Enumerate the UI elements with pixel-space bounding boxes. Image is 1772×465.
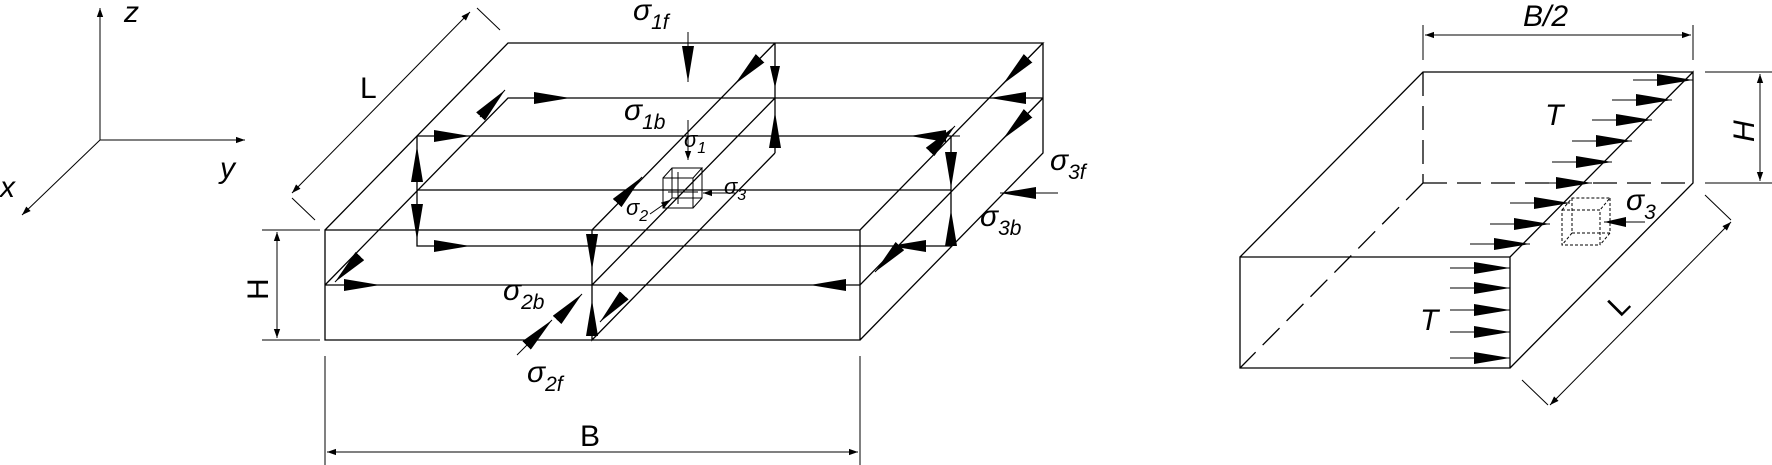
sigma-2b-label: σ2b: [503, 274, 545, 314]
sigma-2-arrow: [649, 199, 671, 215]
sigma-3-label: σ3: [724, 174, 746, 204]
dim-H-label: H: [242, 278, 275, 300]
dim-half-width: B/2: [1422, 0, 1694, 60]
right-block-outline: [1239, 70, 1694, 369]
left-stress-element-cube: [662, 167, 704, 209]
dim-H-left: H: [242, 229, 320, 341]
sigma-1b-label: σ1b: [624, 94, 666, 134]
left-block-edge-arrows: [330, 42, 1044, 340]
dim-L-right: L: [1521, 194, 1732, 406]
traction-top-label: T: [1545, 99, 1566, 132]
traction-front-label: T: [1420, 304, 1441, 337]
dim-half-width-label: B/2: [1523, 0, 1568, 33]
z-axis-label: z: [123, 0, 139, 29]
dim-L-right-label: L: [1602, 288, 1637, 323]
right-block-hidden-edges: [1239, 72, 1693, 369]
coordinate-axes: z y x: [0, 0, 245, 216]
sigma-1f-label: σ1f: [633, 0, 671, 34]
sigma-2f-label: σ2f: [527, 356, 565, 396]
dim-L-label: L: [360, 72, 377, 105]
right-sigma-3-label: σ3: [1626, 184, 1656, 224]
sigma-3b-label: σ3b: [980, 200, 1022, 240]
dim-H-right: H: [1705, 71, 1772, 184]
x-axis: [21, 139, 101, 216]
dim-L-left: L: [291, 7, 501, 221]
left-block: L H B σ1f σ1b σ1 σ2 σ3 σ3f σ3b σ2b σ2f: [242, 0, 1088, 465]
dim-B-left: B: [324, 356, 861, 465]
top-traction-arrows: [1470, 74, 1693, 250]
front-traction-arrows: [1450, 262, 1510, 364]
sigma-3f-label: σ3f: [1050, 144, 1088, 184]
sigma-2f-arrow: [516, 319, 553, 356]
dim-B-label: B: [580, 420, 600, 453]
dim-H-right-label: H: [1728, 120, 1761, 142]
y-axis-label: y: [218, 152, 237, 185]
x-axis-label: x: [0, 171, 16, 204]
sigma-2-label: σ2: [626, 195, 648, 225]
sigma-1-label: σ1: [684, 127, 706, 157]
right-stress-element-cube: [1561, 197, 1612, 246]
right-block: B/2 H L T T σ3: [1239, 0, 1772, 406]
